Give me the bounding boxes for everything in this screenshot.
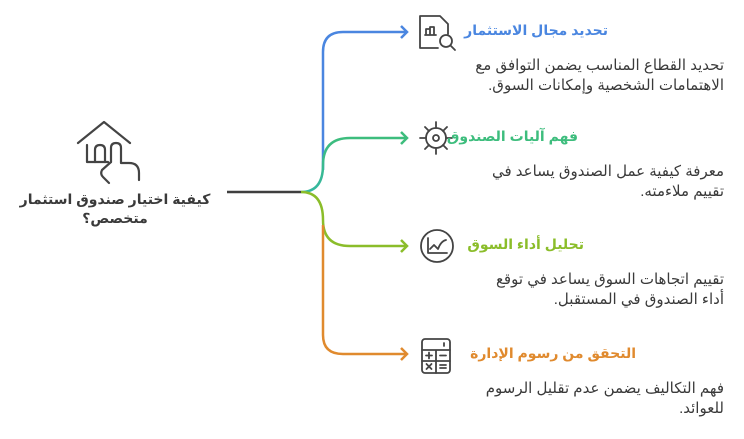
connector-branch-2 (300, 136, 407, 194)
connector-branch-3 (300, 190, 407, 248)
branch-title: تحليل أداء السوق (467, 236, 584, 252)
branch-investment-field: تحديد مجال الاستثمار تحديد القطاع المناس… (416, 12, 724, 102)
line-chart-circle-icon (420, 229, 454, 263)
central-topic-title: كيفية اختيار صندوق استثمار متخصص؟ (19, 191, 211, 226)
connector-branch-4 (321, 225, 407, 356)
document-search-chart-icon (419, 15, 456, 51)
branch-management-fees: التحقق من رسوم الإدارة فهم التكاليف يضمن… (416, 335, 724, 435)
central-topic: كيفية اختيار صندوق استثمار متخصص؟ (10, 108, 220, 228)
branch-description: معرفة كيفية عمل الصندوق يساعد في تقييم م… (491, 163, 724, 200)
branch-title: فهم آليات الصندوق (446, 128, 578, 144)
branch-description: تقييم اتجاهات السوق يساعد في توقع أداء ا… (495, 271, 724, 308)
branch-description: تحديد القطاع المناسب يضمن التوافق مع الا… (475, 57, 724, 94)
gear-icon (419, 121, 453, 155)
calculator-icon (421, 338, 451, 374)
house-hand-icon (76, 120, 141, 185)
branch-market-performance: تحليل أداء السوق تقييم اتجاهات السوق يسا… (416, 226, 724, 326)
branch-title: التحقق من رسوم الإدارة (470, 345, 636, 361)
branch-fund-mechanisms: فهم آليات الصندوق معرفة كيفية عمل الصندو… (416, 118, 724, 218)
branch-description: فهم التكاليف يضمن عدم تقليل الرسوم للعوا… (485, 380, 724, 417)
branch-title: تحديد مجال الاستثمار (464, 22, 608, 38)
connector-branch-1 (321, 30, 407, 170)
